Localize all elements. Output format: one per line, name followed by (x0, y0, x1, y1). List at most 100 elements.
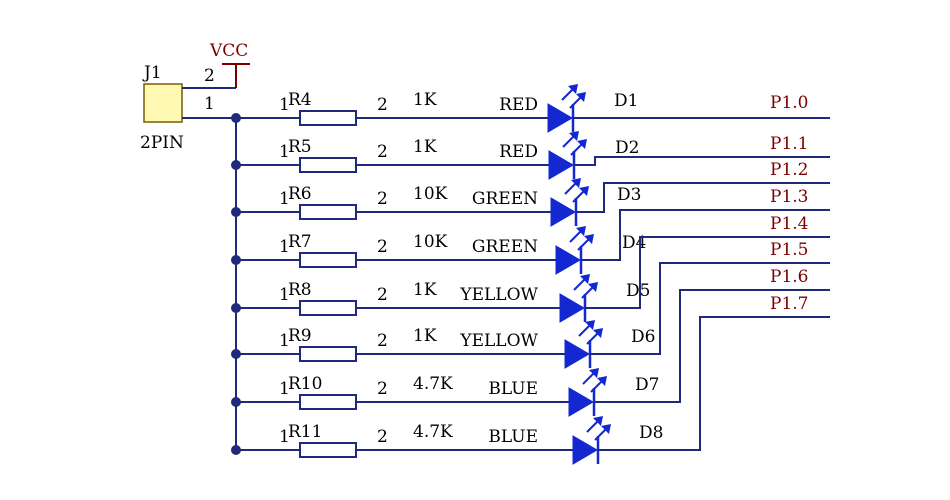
led-color-label: GREEN (472, 189, 538, 209)
led-emission-arrowhead (576, 92, 586, 102)
port-net (581, 209, 830, 261)
led-emission-arrowhead (588, 282, 598, 292)
led-ref: D7 (635, 375, 659, 395)
resistor-pin1-label: 1 (279, 237, 290, 257)
led-triangle (559, 293, 585, 323)
led-triangle (572, 435, 598, 465)
resistor-value: 1K (413, 90, 437, 110)
resistor-pin2-label: 2 (377, 142, 388, 162)
port-label: P1.0 (770, 93, 808, 113)
resistor-body (299, 204, 357, 220)
led-triangle (548, 150, 574, 180)
port-label: P1.3 (770, 187, 808, 207)
port-net (594, 289, 830, 403)
resistor-pin1-label: 1 (279, 427, 290, 447)
led-color-label: GREEN (472, 237, 538, 257)
led-emission-arrowhead (589, 368, 599, 378)
vcc-label: VCC (209, 41, 248, 61)
led-emission-arrowhead (576, 226, 586, 236)
port-net (574, 156, 830, 166)
led-triangle (547, 103, 573, 133)
led-color-label: YELLOW (459, 331, 538, 351)
led-emission-arrowhead (584, 234, 594, 244)
resistor-value: 4.7K (413, 422, 453, 442)
resistor-pin1-label: 1 (279, 189, 290, 209)
resistor-pin2-label: 2 (377, 189, 388, 209)
resistor-ref: R5 (288, 137, 312, 157)
connector-ref: J1 (142, 63, 162, 83)
resistor-ref: R10 (288, 374, 322, 394)
led-triangle (564, 339, 590, 369)
resistor-pin2-label: 2 (377, 285, 388, 305)
port-label: P1.4 (770, 214, 808, 234)
resistor-body (299, 394, 357, 410)
led-ref: D8 (639, 423, 663, 443)
led-emission-arrowhead (585, 320, 595, 330)
port-label: P1.5 (770, 240, 808, 260)
led-ref: D3 (617, 185, 641, 205)
resistor-pin1-label: 1 (279, 95, 290, 115)
led-color-label: RED (499, 142, 538, 162)
resistor-ref: R8 (288, 280, 312, 300)
resistor-pin2-label: 2 (377, 95, 388, 115)
connector-pin1-label: 1 (204, 94, 215, 114)
connector-j1: J1 2PIN 2 1 VCC (140, 41, 250, 450)
resistor-body (299, 300, 357, 316)
resistor-body (299, 157, 357, 173)
led-emission-arrowhead (569, 131, 579, 141)
resistor-value: 1K (413, 280, 437, 300)
resistor-body (299, 442, 357, 458)
led-color-label: BLUE (488, 427, 538, 447)
resistor-body (299, 346, 357, 362)
led-emission-arrowhead (579, 186, 589, 196)
led-ref: D2 (615, 138, 639, 158)
resistor-pin2-label: 2 (377, 237, 388, 257)
resistor-ref: R11 (288, 422, 322, 442)
resistor-ref: R7 (288, 232, 312, 252)
led-emission-arrowhead (593, 416, 603, 426)
resistor-value: 10K (413, 232, 448, 252)
connector-body (143, 83, 183, 123)
led-ref: D6 (631, 327, 655, 347)
resistor-ref: R4 (288, 90, 312, 110)
led-triangle (555, 245, 581, 275)
led-ref: D5 (626, 281, 650, 301)
resistor-pin1-label: 1 (279, 285, 290, 305)
resistor-value: 1K (413, 326, 437, 346)
led-emission-arrowhead (597, 376, 607, 386)
resistor-pin2-label: 2 (377, 331, 388, 351)
led-emission-arrowhead (593, 328, 603, 338)
led-emission-arrowhead (571, 178, 581, 188)
port-label: P1.2 (770, 160, 808, 180)
channel-2: 1R5 2 1K RED D2 P1.1 (231, 131, 830, 180)
resistor-value: 10K (413, 184, 448, 204)
resistor-pin1-label: 1 (279, 331, 290, 351)
led-color-label: YELLOW (459, 285, 538, 305)
port-net (576, 182, 830, 213)
led-emission-arrowhead (577, 139, 587, 149)
port-net (585, 236, 830, 309)
led-emission-arrowhead (568, 84, 578, 94)
resistor-value: 1K (413, 137, 437, 157)
port-net (598, 316, 830, 451)
led-emission-arrowhead (580, 274, 590, 284)
port-label: P1.6 (770, 267, 808, 287)
resistor-ref: R6 (288, 184, 312, 204)
led-triangle (568, 387, 594, 417)
resistor-pin2-label: 2 (377, 379, 388, 399)
led-ref: D1 (614, 91, 638, 111)
resistor-pin1-label: 1 (279, 142, 290, 162)
resistor-pin1-label: 1 (279, 379, 290, 399)
resistor-pin2-label: 2 (377, 427, 388, 447)
port-label: P1.1 (770, 134, 808, 154)
port-label: P1.7 (770, 294, 808, 314)
resistor-value: 4.7K (413, 374, 453, 394)
resistor-body (299, 252, 357, 268)
